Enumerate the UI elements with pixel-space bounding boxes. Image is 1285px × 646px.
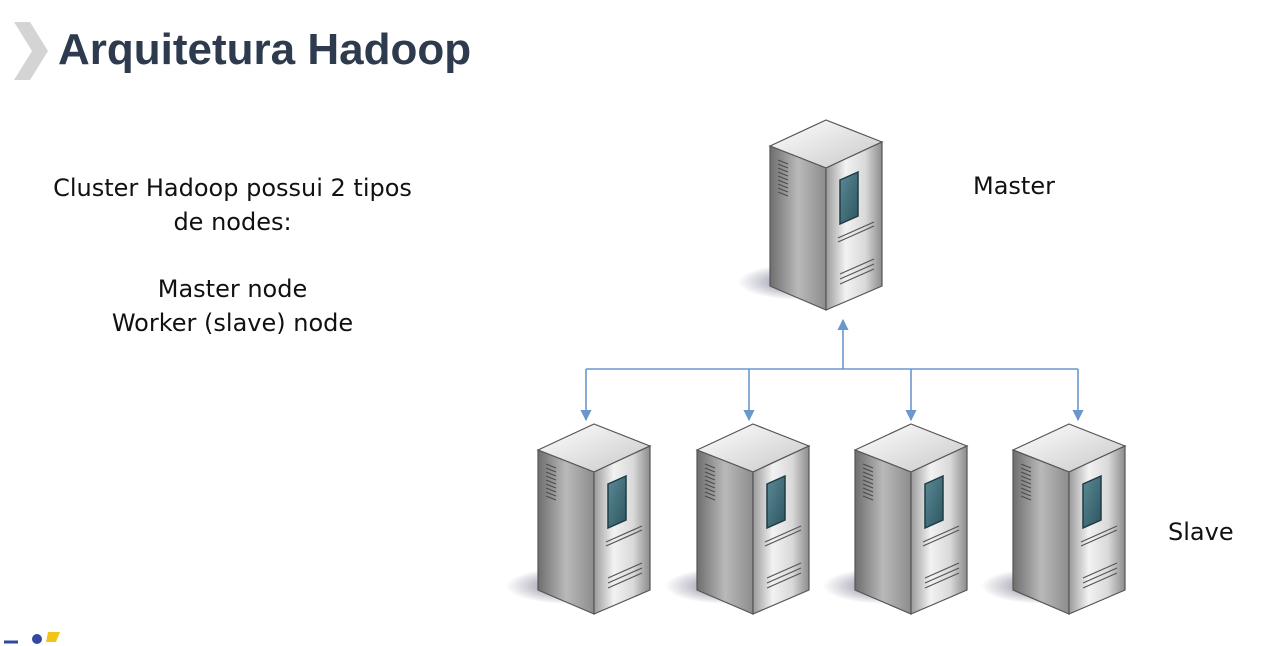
- connector-lines: [580, 318, 1084, 422]
- slave-label: Slave: [1168, 518, 1234, 546]
- chevron-right-icon: [14, 22, 48, 80]
- slave-server-icon: [505, 423, 651, 615]
- description-line: Master node: [157, 275, 308, 304]
- slave-server-icon: [980, 423, 1126, 615]
- slave-server-icon: [664, 423, 810, 615]
- master-label: Master: [973, 172, 1055, 200]
- slave-server-icon: [822, 423, 968, 615]
- description-line: Worker (slave) node: [111, 308, 354, 337]
- description-text: Cluster Hadoop possui 2 tipos de nodes: …: [20, 172, 445, 340]
- master-server-icon: [737, 119, 883, 311]
- description-line: Cluster Hadoop possui 2 tipos: [53, 174, 412, 202]
- slide-title: Arquitetura Hadoop: [58, 25, 472, 74]
- description-line: de nodes:: [173, 207, 292, 236]
- logo-icon: [4, 632, 60, 644]
